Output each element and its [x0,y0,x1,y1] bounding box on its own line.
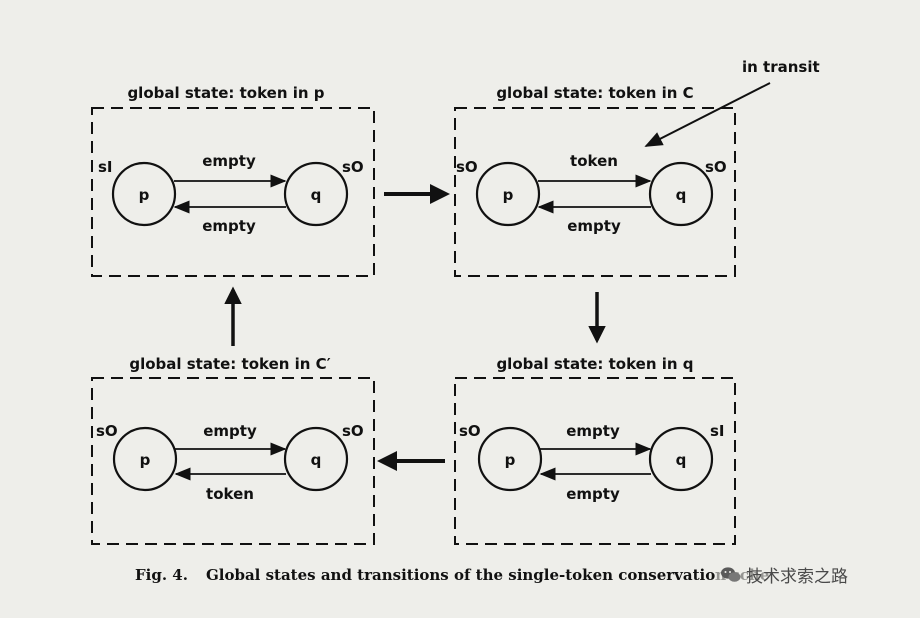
state-title: global state: token in p [127,84,324,102]
process-node-q [283,426,349,492]
state-title: global state: token in C [496,84,693,102]
channel-c-label: token [570,152,618,170]
figure-caption: Fig. 4. Global states and transitions of … [135,566,769,584]
q-state-label: sI [710,422,725,440]
watermark: 技术求索之路 [716,562,852,587]
process-node-p [112,426,178,492]
channel-c-prime-label: empty [202,217,256,235]
process-node-p [111,161,177,227]
state-box-token-in-c: global state: token in C sO sO p q token… [454,84,736,277]
channel-c-label: empty [566,422,620,440]
p-state-label: sO [96,422,118,440]
in-transit-pointer-arrow [644,82,771,147]
process-node-q [648,426,714,492]
node-label-q: q [311,451,322,469]
dashed-frame [454,107,736,277]
node-label-p: p [503,186,514,204]
state-title: global state: token in q [496,355,693,373]
q-state-label: sO [342,422,364,440]
p-state-label: sO [456,158,478,176]
figure-caption-text: Global states and transitions of the sin… [205,566,770,584]
p-state-label: sI [98,158,113,176]
node-label-q: q [676,451,687,469]
dashed-frame [454,377,736,545]
node-label-q: q [676,186,687,204]
channel-c-prime-label: token [206,485,254,503]
process-node-q [648,161,714,227]
q-state-label: sO [705,158,727,176]
channel-c-prime-label: empty [567,217,621,235]
node-label-p: p [505,451,516,469]
channel-c-prime-label: empty [566,485,620,503]
channel-c-label: empty [203,422,257,440]
watermark-text: 技术求索之路 [746,567,848,587]
node-label-p: p [139,186,150,204]
state-box-token-in-q: global state: token in q sO sI p q empty… [454,355,736,545]
state-title: global state: token in C′ [129,355,330,373]
state-box-token-in-c-prime: global state: token in C′ sO sO p q empt… [91,355,375,545]
process-node-p [477,426,543,492]
node-label-q: q [311,186,322,204]
p-state-label: sO [459,422,481,440]
process-node-p [475,161,541,227]
node-label-p: p [140,451,151,469]
in-transit-annotation: in transit [742,58,820,76]
state-box-token-in-p: global state: token in p sI sO p q empty… [91,84,375,277]
dashed-frame [91,377,375,545]
channel-c-label: empty [202,152,256,170]
q-state-label: sO [342,158,364,176]
process-node-q [283,161,349,227]
dashed-frame [91,107,375,277]
wechat-icon [720,566,742,584]
figure-number: Fig. 4. [135,566,188,584]
